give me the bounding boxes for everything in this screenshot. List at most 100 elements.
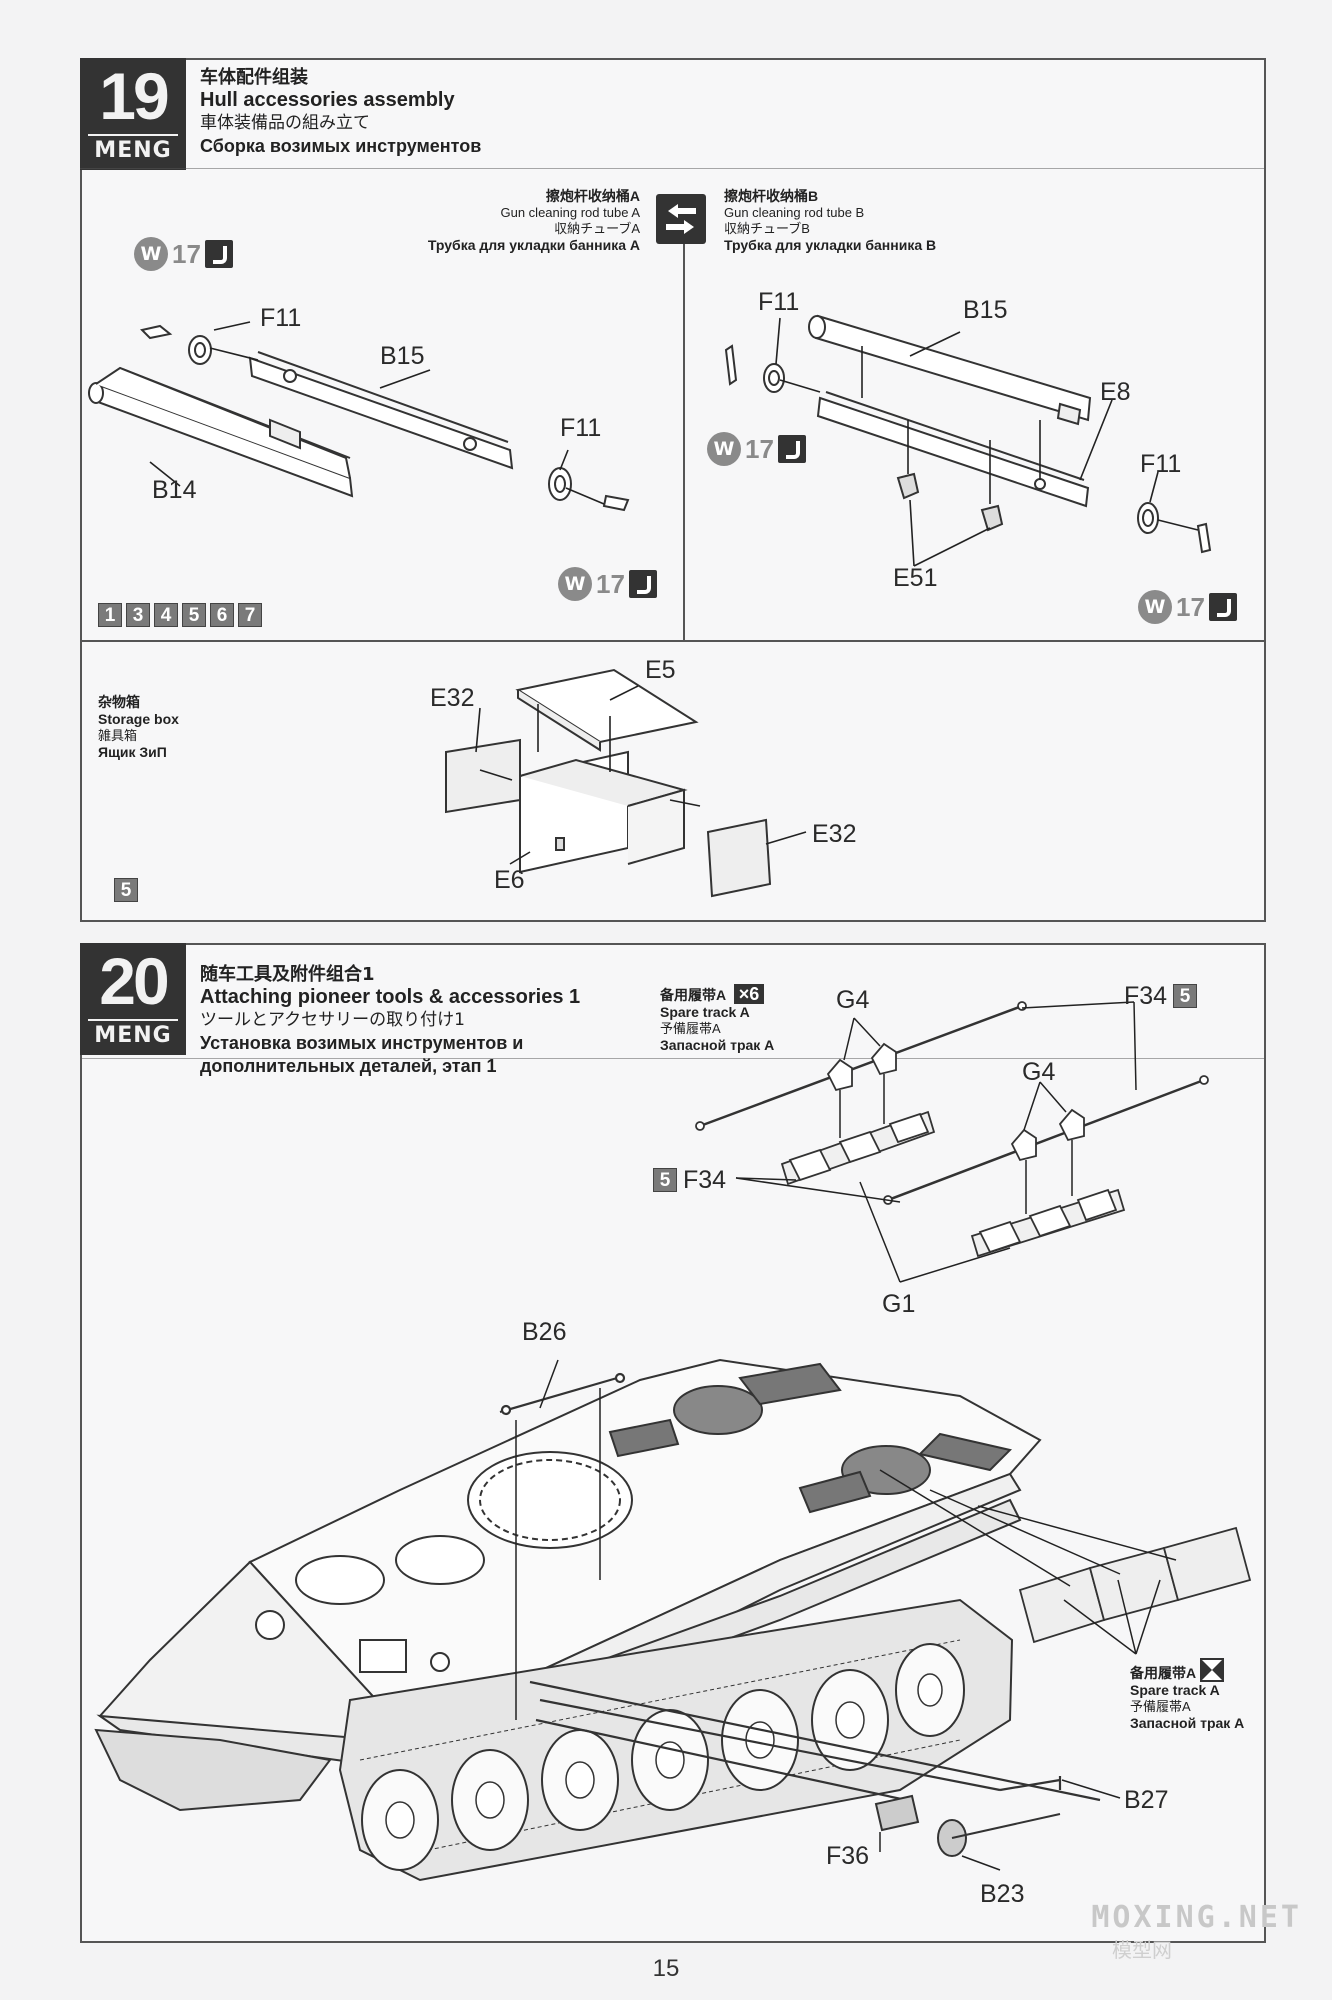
- paint-letter: W: [707, 432, 741, 466]
- spare-track-en: Spare track A: [660, 1004, 750, 1020]
- tube-b-ru: Трубка для укладки банника B: [724, 237, 937, 253]
- part-label-e51: E51: [893, 564, 938, 592]
- paint-number: 17: [172, 238, 201, 269]
- part-label-f11: F11: [260, 304, 302, 332]
- storage-box-callout: 杂物箱 Storage box 雑具箱 Ящик ЗиП: [98, 694, 179, 761]
- part-label-f11: F11: [1140, 450, 1182, 478]
- paint-number: 17: [745, 433, 774, 464]
- paint-letter: W: [1138, 590, 1172, 624]
- part-label-g4: G4: [1022, 1058, 1056, 1086]
- tube-b-en: Gun cleaning rod tube B: [724, 205, 865, 220]
- part-label-b26: B26: [522, 1318, 567, 1346]
- part-label-f11: F11: [758, 288, 800, 316]
- step-19-title: 车体配件组装 Hull accessories assembly 車体装備品の組…: [200, 66, 481, 158]
- part-label-e32: E32: [812, 820, 857, 848]
- paint-badge-tube-b-left: W 17: [707, 432, 806, 466]
- part-label-b15: B15: [963, 296, 1008, 324]
- part-label-b14: B14: [152, 476, 197, 504]
- color-code: 5: [182, 603, 206, 627]
- storage-box-cn: 杂物箱: [98, 694, 140, 710]
- divider-header: [80, 168, 1266, 169]
- color-code: 5: [1173, 984, 1197, 1008]
- color-code: 4: [154, 603, 178, 627]
- color-code: 5: [653, 1168, 677, 1192]
- step-number: 19: [99, 59, 169, 133]
- page-number: 15: [652, 1955, 680, 1982]
- color-code: 6: [210, 603, 234, 627]
- tube-b-callout: 擦炮杆收纳桶B Gun cleaning rod tube B 収納チューブB …: [724, 188, 1004, 254]
- glue-icon: [777, 435, 806, 463]
- part-label-f36: F36: [826, 1842, 870, 1870]
- divider-vertical: [683, 215, 685, 640]
- spare-track-ru: Запасной трак A: [660, 1037, 775, 1053]
- title-jp: 車体装備品の組み立て: [200, 113, 370, 133]
- part-label-f11: F11: [560, 414, 602, 442]
- title-ru: дополнительных деталей, этап 1: [200, 1056, 497, 1076]
- color-code: 1: [98, 603, 122, 627]
- step-20-badge: 20 MENG: [80, 943, 186, 1055]
- storage-box-en: Storage box: [98, 711, 179, 727]
- part-label-e6: E6: [494, 866, 525, 894]
- part-label-f34: F34: [683, 1166, 727, 1194]
- spare-track-en: Spare track A: [1130, 1682, 1220, 1698]
- step-20-title: 随车工具及附件组合1 Attaching pioneer tools & acc…: [200, 963, 580, 1078]
- color-code: 3: [126, 603, 150, 627]
- color-code: 7: [238, 603, 262, 627]
- part-label-e8: E8: [1100, 378, 1131, 406]
- spare-track-top-callout: 备用履带A ×6 Spare track A 予備履帯A Запасной тр…: [660, 984, 774, 1054]
- part-label-f34: F34: [1124, 982, 1168, 1010]
- tube-b-cn: 擦炮杆收纳桶B: [724, 188, 819, 204]
- tube-a-ru: Трубка для укладки банника A: [427, 237, 640, 253]
- spare-track-bottom-callout: 备用履带A Spare track A 予備履帯A Запасной трак …: [1130, 1658, 1244, 1732]
- paint-badge-tube-a-bottom: W 17: [558, 567, 657, 601]
- meng-logo: MENG: [88, 1019, 178, 1048]
- part-label-b15: B15: [380, 342, 425, 370]
- decal-box-icon: [1199, 1658, 1224, 1682]
- watermark: MOXING.NET: [1091, 1900, 1302, 1935]
- multiplier-badge: ×6: [733, 984, 765, 1004]
- tube-a-callout: 擦炮杆收纳桶A Gun cleaning rod tube A 収納チューブA …: [400, 188, 640, 254]
- tube-a-en: Gun cleaning rod tube A: [500, 205, 641, 220]
- glue-icon: [628, 570, 657, 598]
- glue-icon: [204, 240, 233, 268]
- spare-track-jp: 予備履帯A: [660, 1021, 721, 1036]
- part-label-g4: G4: [836, 986, 870, 1014]
- f34-left-color-code: 5: [653, 1168, 681, 1192]
- tube-b-jp: 収納チューブB: [724, 221, 810, 236]
- storage-box-jp: 雑具箱: [98, 728, 138, 743]
- spare-track-cn: 备用履带A: [660, 987, 727, 1003]
- title-jp: ツールとアクセサリーの取り付け1: [200, 1010, 465, 1030]
- paint-letter: W: [558, 567, 592, 601]
- step-20-panel: 20 MENG 随车工具及附件组合1 Attaching pioneer too…: [80, 943, 1266, 1943]
- part-label-e32: E32: [430, 684, 475, 712]
- title-ru: Сборка возимых инструментов: [200, 136, 482, 156]
- paint-badge-tube-a-top: W 17: [134, 237, 233, 271]
- title-en: Hull accessories assembly: [200, 89, 455, 111]
- title-cn: 车体配件组装: [200, 67, 308, 88]
- title-ru: Установка возимых инструментов и: [200, 1033, 524, 1053]
- part-label-b27: B27: [1124, 1786, 1169, 1814]
- step-19-badge: 19 MENG: [80, 58, 186, 170]
- watermark-sub: 模型网: [1112, 1938, 1172, 1962]
- tube-a-jp: 収納チューブA: [554, 221, 640, 236]
- spare-track-ru: Запасной трак A: [1130, 1715, 1245, 1731]
- meng-logo: MENG: [88, 134, 178, 163]
- paint-letter: W: [134, 237, 168, 271]
- spare-track-jp: 予備履帯A: [1130, 1699, 1191, 1714]
- f34-top-color-code: 5: [1173, 984, 1201, 1008]
- step-number: 20: [99, 944, 169, 1018]
- paint-number: 17: [596, 568, 625, 599]
- part-label-b23: B23: [980, 1880, 1025, 1908]
- title-cn: 随车工具及附件组合1: [200, 964, 375, 985]
- storage-color-code: 5: [114, 878, 142, 902]
- step-19-panel: 19 MENG 车体配件组装 Hull accessories assembly…: [80, 58, 1266, 922]
- title-en: Attaching pioneer tools & accessories 1: [200, 986, 581, 1008]
- swap-arrows-icon: [656, 194, 706, 244]
- divider-header: [80, 1058, 1266, 1059]
- divider-horizontal: [80, 640, 1266, 642]
- glue-icon: [1208, 593, 1237, 621]
- part-label-e5: E5: [645, 656, 676, 684]
- spare-track-cn: 备用履带A: [1130, 1665, 1197, 1681]
- part-label-g1: G1: [882, 1290, 916, 1318]
